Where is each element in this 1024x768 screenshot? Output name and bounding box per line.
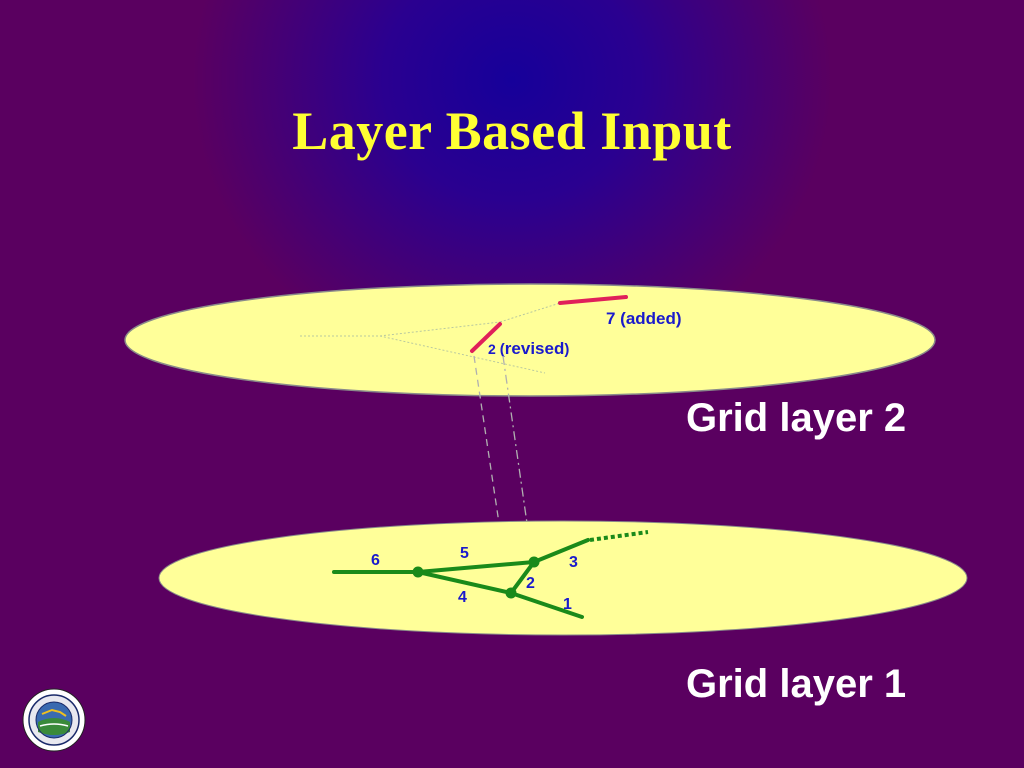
layer2-ghost-channels [300, 302, 561, 374]
channel-5 [416, 560, 536, 574]
label-2-revised: 2(revised) [488, 339, 569, 358]
channel-1 [509, 591, 584, 619]
label-2-revised-word: revised [505, 339, 565, 358]
channel-2-revised [470, 322, 502, 353]
label-7-added: 7 (added) [606, 309, 682, 328]
label-channel-3: 3 [569, 554, 578, 571]
node-junction-left [412, 566, 424, 578]
label-channel-6: 6 [371, 552, 380, 569]
channel-7-added [558, 295, 628, 305]
channel-2 [509, 560, 536, 595]
label-channel-2: 2 [526, 575, 535, 592]
slide-title: Layer Based Input [292, 101, 732, 161]
label-2-revised-num: 2 [488, 341, 496, 357]
department-seal-icon [22, 688, 86, 752]
label-channel-5: 5 [460, 545, 469, 562]
label-channel-1: 1 [563, 596, 572, 613]
layer1-channels [332, 538, 590, 619]
grid-layer-1-label: Grid layer 1 [686, 662, 907, 706]
node-junction-right [528, 556, 540, 568]
grid-layer-1-ellipse [158, 520, 968, 636]
grid-layer-2-ellipse [124, 283, 936, 397]
grid-layer-2-label: Grid layer 2 [686, 396, 907, 440]
label-2-revised-open: ( [500, 341, 505, 358]
label-2-revised-close: ) [564, 341, 569, 358]
node-junction-bottom [505, 587, 517, 599]
channel-4 [416, 570, 513, 595]
channel-3-extension [589, 530, 649, 542]
channel-3 [532, 538, 590, 564]
label-channel-4: 4 [458, 589, 467, 606]
